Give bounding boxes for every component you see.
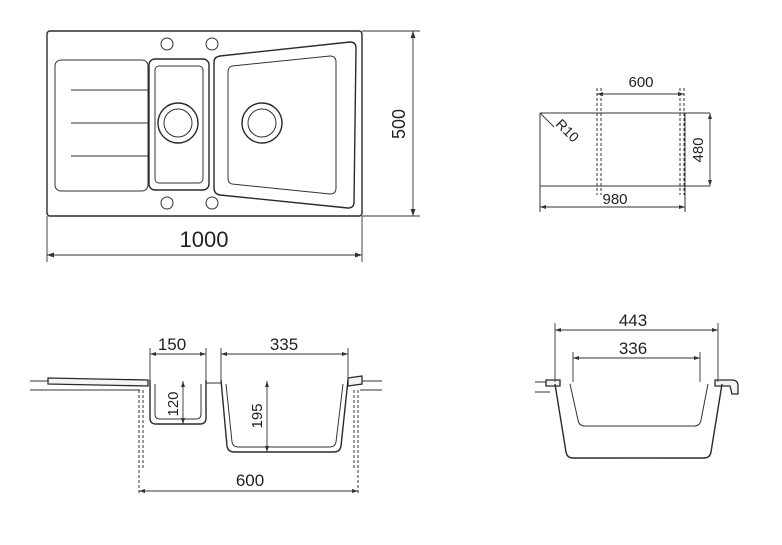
inner-width-label: 336 (619, 339, 647, 358)
small-bowl-section-inner (154, 384, 202, 420)
side-bowl-inner (569, 383, 709, 427)
tap-hole (205, 37, 219, 51)
cabinet-width-label: 600 (236, 471, 264, 490)
small-bowl-drain-inner (163, 108, 193, 138)
large-bowl-inner (227, 55, 337, 195)
side-section: 443 336 (535, 311, 739, 459)
small-bowl (148, 58, 210, 191)
large-bowl-width-label: 335 (270, 335, 298, 354)
cutout-top-label: 600 (628, 74, 653, 91)
small-bowl-width-label: 150 (158, 335, 186, 354)
small-bowl-depth-label: 120 (165, 391, 182, 416)
large-bowl (213, 41, 357, 209)
large-bowl-depth-label: 195 (249, 403, 266, 428)
cutout-height-label: 480 (690, 137, 707, 162)
small-bowl-section (149, 380, 207, 425)
tap-hole (160, 37, 174, 51)
radius-label: R10 (553, 116, 583, 146)
side-rim-right (714, 379, 739, 395)
outer-width-label: 443 (619, 311, 647, 330)
dimension-arrow (150, 352, 206, 356)
large-bowl-section (220, 379, 349, 453)
top-view: 1000 500 (46, 30, 420, 262)
sink-rim (347, 375, 363, 387)
height-label: 500 (389, 109, 409, 139)
cutout-view: 600 480 980 R10 (539, 74, 712, 212)
tap-hole (205, 196, 219, 210)
sink-outline (46, 30, 363, 217)
radius-leader (539, 112, 555, 128)
drainer-area (54, 59, 149, 192)
large-bowl-section-inner (225, 383, 344, 448)
small-bowl-drain (157, 102, 199, 144)
side-rim-left (545, 379, 561, 387)
side-bowl-outer (554, 383, 723, 459)
large-bowl-drain-inner (247, 108, 277, 138)
large-bowl-drain (241, 102, 283, 144)
cutout-bottom-label: 980 (602, 191, 627, 208)
small-bowl-inner (154, 65, 204, 184)
drainer-profile (47, 377, 149, 387)
tap-hole (160, 196, 174, 210)
width-label: 1000 (180, 227, 229, 252)
front-section: 150 335 120 195 600 (30, 335, 382, 495)
